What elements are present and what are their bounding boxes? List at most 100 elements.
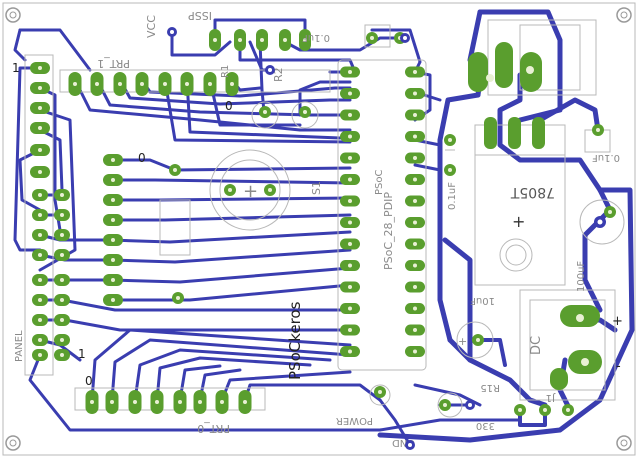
regulator-outline (474, 124, 566, 286)
middle-header-pad-hole (111, 178, 115, 182)
middle-header-pad-hole (111, 298, 115, 302)
component-pad-hole (608, 210, 612, 214)
psoc-pin-right-hole (413, 134, 417, 139)
label-330: 330 (476, 420, 495, 431)
panel-pad-hole (60, 318, 64, 322)
prt1-pad-hole (163, 82, 167, 86)
component-pad-hole (228, 188, 232, 192)
middle-header-pad-hole (111, 258, 115, 262)
component-pad-hole (268, 188, 272, 192)
prt0-pad-hole (178, 400, 182, 404)
panel-pad-hole (38, 278, 42, 282)
prt1-pad-hole (140, 82, 144, 86)
psoc-pin-left-hole (348, 134, 352, 139)
label-panel: PANEL (14, 330, 25, 362)
prt1-pad-hole (185, 82, 189, 86)
panel-pad-hole (38, 253, 42, 257)
label-plus-right: + (612, 314, 623, 329)
psoc-pin-left-hole (348, 177, 352, 182)
issp-pad-hole (303, 38, 307, 42)
label-cap-01uf-left: 0.1uF (447, 182, 458, 210)
label-r2: R2 (272, 67, 285, 82)
dc-jack-outline (519, 289, 616, 401)
switch-outline (209, 149, 291, 231)
prt1-pad-hole (95, 82, 99, 86)
psoc-pin-left-hole (348, 263, 352, 268)
prt1-pad-hole (230, 82, 234, 86)
label-cap-01uf-right: 0.1uF (592, 152, 620, 163)
panel-pad-hole (38, 338, 42, 342)
left-connector-pad-hole (38, 66, 42, 70)
psoc-pin-right-hole (413, 113, 417, 117)
psoc-pin-left-hole (348, 113, 352, 117)
panel-pad-hole (60, 233, 64, 237)
component-pad-hole (566, 408, 570, 412)
panel-pad-hole (38, 233, 42, 237)
panel-pad-hole (60, 298, 64, 302)
prt0-pad-hole (155, 400, 159, 404)
psoc-pin-left-hole (348, 285, 352, 289)
panel-pad-hole (60, 338, 64, 342)
prt0-pad-hole (133, 400, 137, 404)
panel-pad-hole (38, 298, 42, 302)
top-power-pad-2 (495, 42, 513, 88)
psoc-pin-left-hole (348, 349, 352, 354)
psoc-pin-left-hole (348, 220, 352, 225)
component-pad-hole (476, 338, 480, 342)
label-title: PSoCkeros (286, 301, 304, 380)
component-pad-hole (173, 168, 177, 172)
label-s1: S1 (310, 181, 323, 195)
label-regulator: 7805T (510, 184, 555, 200)
psoc-pin-right-hole (413, 328, 417, 332)
prt0-pad-hole (110, 400, 114, 404)
label-psoc-chip: PSoC_28_PDIP (382, 192, 395, 270)
label-zero-left: 0 (138, 151, 146, 165)
vias (167, 27, 606, 450)
issp-pad-hole (283, 38, 287, 42)
label-gnd: GND (392, 437, 415, 448)
panel-pad-hole (38, 193, 42, 197)
label-plus-switch: + (243, 181, 258, 202)
psoc-pin-right-hole (413, 242, 417, 246)
left-connector-pad-hole (38, 148, 42, 152)
panel-pad-hole (38, 213, 42, 217)
label-vcc: VCC (145, 15, 158, 38)
left-connector-pad-hole (38, 86, 42, 90)
regulator-pad-2 (508, 117, 521, 149)
psoc-pin-left-hole (348, 242, 352, 246)
power-pads (468, 42, 602, 390)
component-pad-hole (303, 110, 307, 114)
psoc-pin-right-hole (413, 70, 417, 74)
psoc-pin-left-hole (348, 156, 352, 160)
label-cap-01uf-top: 0.1uF (302, 32, 330, 43)
label-j1: J1 (546, 392, 556, 403)
prt1-pad-hole (73, 82, 77, 86)
mounting-hole-top-right (616, 7, 632, 23)
psoc-pin-right-hole (413, 91, 417, 96)
component-pad-hole (596, 128, 600, 132)
label-zero-bottom: 0 (85, 374, 93, 388)
psoc-pin-right-hole (413, 306, 417, 311)
psoc-pin-left-hole (348, 70, 352, 74)
left-connector-pad-hole (38, 106, 42, 110)
psoc-pin-right-hole (413, 285, 417, 289)
panel-pad-hole (60, 353, 64, 357)
middle-header-pad-hole (111, 238, 115, 242)
psoc-pin-right-hole (413, 220, 417, 225)
component-pad-hole (370, 36, 374, 40)
psoc-pin-right-hole (413, 263, 417, 268)
label-cap-100uf: 100uF (576, 261, 587, 292)
panel-pad-hole (60, 213, 64, 217)
prt1-pad-hole (208, 82, 212, 86)
panel-pad-hole (60, 193, 64, 197)
component-pad-hole (378, 390, 382, 394)
label-zero-top: 0 (225, 99, 233, 113)
psoc-pin-left-hole (348, 199, 352, 203)
dc-jack-pad-3 (550, 368, 568, 390)
psoc-pin-right-hole (413, 349, 417, 354)
label-plus-cap: + (458, 335, 467, 348)
panel-pad-hole (38, 318, 42, 322)
issp-pad-hole (238, 38, 242, 42)
regulator-pad-1 (484, 117, 497, 149)
